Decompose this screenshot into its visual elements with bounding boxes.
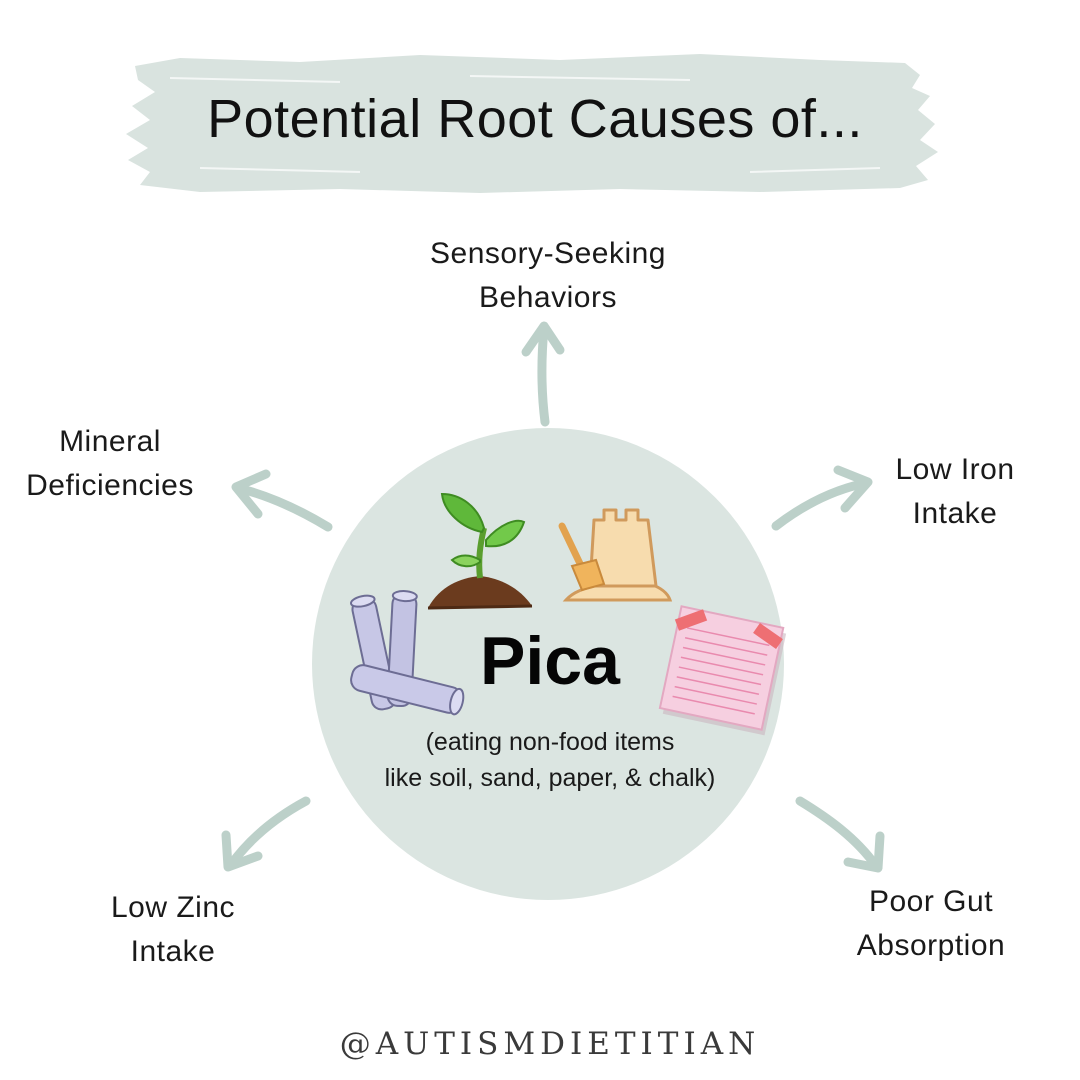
cause-line: Intake bbox=[912, 497, 998, 530]
cause-line: Poor Gut bbox=[868, 885, 994, 918]
title-brush-banner bbox=[126, 54, 938, 193]
center-circle bbox=[312, 428, 784, 900]
cause-line: Deficiencies bbox=[26, 469, 194, 502]
sandcastle-icon bbox=[558, 508, 673, 602]
center-title: Pica bbox=[480, 623, 620, 699]
arrow-top bbox=[521, 321, 565, 427]
arrow-lower-right bbox=[795, 796, 885, 873]
cause-line: Intake bbox=[130, 935, 216, 968]
arrow-upper-left bbox=[231, 469, 333, 532]
cause-line: Absorption bbox=[856, 929, 1006, 962]
cause-line: Mineral bbox=[59, 425, 161, 458]
center-description-line: (eating non-food items bbox=[425, 728, 675, 756]
account-handle: @AUTISMDIETITIAN bbox=[339, 1026, 761, 1062]
arrows bbox=[221, 321, 885, 873]
center-description: (eating non-food items like soil, sand, … bbox=[340, 724, 760, 796]
cause-sensory-seeking: Sensory-Seeking Behaviors bbox=[398, 232, 698, 320]
cause-low-zinc-intake: Low Zinc Intake bbox=[78, 886, 268, 974]
page-title: Potential Root Causes of... bbox=[207, 89, 863, 149]
cause-low-iron-intake: Low Iron Intake bbox=[860, 448, 1050, 536]
cause-mineral-deficiencies: Mineral Deficiencies bbox=[0, 420, 220, 508]
arrow-upper-right bbox=[771, 465, 873, 531]
arrow-lower-left bbox=[221, 796, 311, 872]
cause-line: Behaviors bbox=[479, 281, 617, 314]
cause-poor-gut-absorption: Poor Gut Absorption bbox=[826, 880, 1036, 968]
center-description-line: like soil, sand, paper, & chalk) bbox=[384, 764, 716, 792]
paper-note-icon bbox=[658, 605, 787, 736]
plant-soil-icon bbox=[427, 492, 533, 610]
chalk-icon bbox=[349, 590, 465, 716]
cause-line: Sensory-Seeking bbox=[430, 237, 666, 270]
cause-line: Low Iron bbox=[895, 453, 1015, 486]
cause-line: Low Zinc bbox=[110, 891, 236, 924]
